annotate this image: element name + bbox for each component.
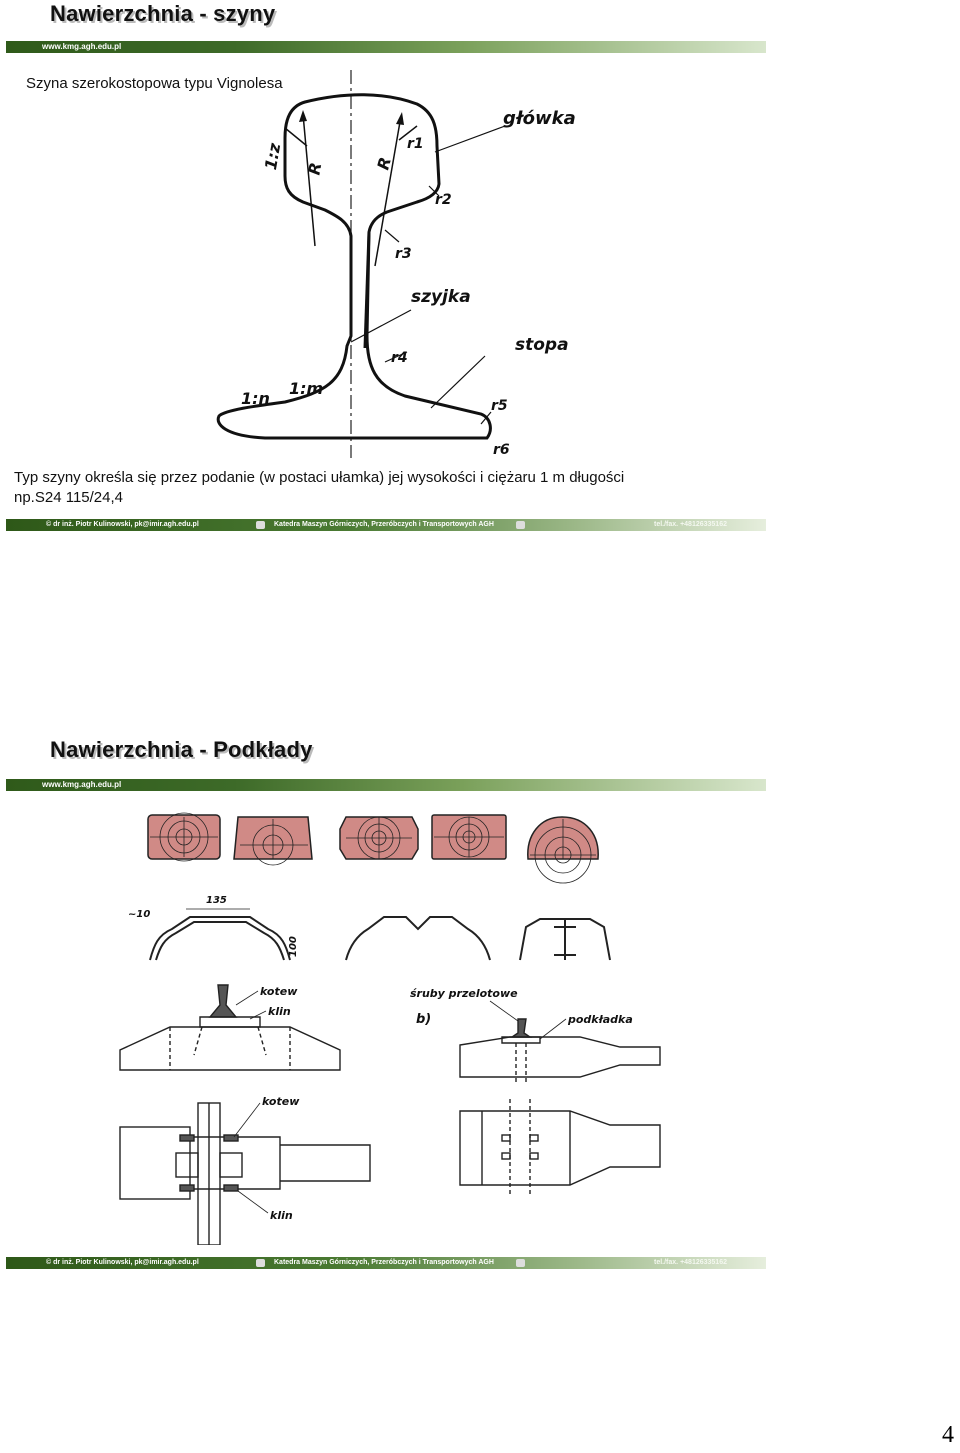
dim-135: 135 bbox=[206, 895, 227, 906]
concrete-sleeper-right bbox=[459, 1018, 661, 1085]
slide1-title: Nawierzchnia - szyny bbox=[50, 1, 276, 26]
label-szyjka: szyjka bbox=[411, 287, 471, 307]
caption-line-2: np.S24 115/24,4 bbox=[14, 489, 123, 506]
dim-100: 100 bbox=[288, 936, 299, 957]
concrete-sleeper-left bbox=[119, 984, 341, 1071]
footer-logo-icon-2 bbox=[516, 521, 525, 529]
label-sruby-przelotowe: śruby przelotowe bbox=[410, 987, 518, 1000]
footer-logo-icon-3 bbox=[256, 1259, 265, 1267]
label-R-right: R bbox=[373, 155, 395, 172]
label-kotew-plan: kotew bbox=[262, 1095, 300, 1108]
label-stopa: stopa bbox=[515, 335, 569, 355]
label-slope-m: 1:m bbox=[289, 379, 323, 398]
footer-logo-icon-4 bbox=[516, 1259, 525, 1267]
footer-phone-2: tel./fax. +48126335162 bbox=[654, 1259, 727, 1266]
footer-department: Katedra Maszyn Górniczych, Przeróbczych … bbox=[274, 521, 494, 528]
label-r3: r3 bbox=[395, 246, 412, 262]
sleepers-diagram: 135 ~10 100 kotew klin śruby przelotowe … bbox=[119, 812, 661, 1245]
slide1-subtitle: Szyna szerokostopowa typu Vignolesa bbox=[26, 75, 283, 92]
slide2-title: Nawierzchnia - Podkłady bbox=[50, 737, 313, 762]
sleeper-plan-left bbox=[119, 1102, 371, 1245]
label-R-left: R bbox=[304, 161, 325, 176]
label-slope-z: 1:z bbox=[261, 141, 284, 171]
label-podkladka: podkładka bbox=[567, 1013, 633, 1026]
slide2-footer: © dr inż. Piotr Kulinowski, pk@imir.agh.… bbox=[6, 1257, 766, 1269]
rail-profile-diagram: główka szyjka stopa r1 r2 r3 r4 r5 r6 R … bbox=[216, 70, 576, 458]
slide1-caption: Typ szyny określa się przez podanie (w p… bbox=[14, 468, 624, 508]
slide1-header-bar: www.kmg.agh.edu.pl bbox=[6, 41, 766, 53]
footer-phone: tel./fax. +48126335162 bbox=[654, 521, 727, 528]
slide2-header-bar: www.kmg.agh.edu.pl bbox=[6, 779, 766, 791]
label-r5: r5 bbox=[491, 398, 508, 414]
label-r6: r6 bbox=[493, 442, 510, 458]
slide1-url: www.kmg.agh.edu.pl bbox=[42, 42, 122, 51]
label-b: b) bbox=[416, 1012, 431, 1027]
label-klin-plan: klin bbox=[270, 1209, 293, 1222]
label-r2: r2 bbox=[435, 192, 452, 208]
slide2-url: www.kmg.agh.edu.pl bbox=[42, 780, 122, 789]
footer-author-2: © dr inż. Piotr Kulinowski, pk@imir.agh.… bbox=[46, 1259, 199, 1266]
label-glowka: główka bbox=[503, 108, 576, 129]
dim-10: ~10 bbox=[128, 909, 150, 920]
footer-logo-icon bbox=[256, 521, 265, 529]
footer-department-2: Katedra Maszyn Górniczych, Przeróbczych … bbox=[274, 1259, 494, 1266]
label-slope-n: 1:n bbox=[241, 389, 270, 408]
footer-author: © dr inż. Piotr Kulinowski, pk@imir.agh.… bbox=[46, 521, 199, 528]
label-klin: klin bbox=[268, 1005, 291, 1018]
steel-sleeper-sections bbox=[149, 916, 611, 961]
slide1-footer: © dr inż. Piotr Kulinowski, pk@imir.agh.… bbox=[6, 519, 766, 531]
label-kotew: kotew bbox=[260, 985, 298, 998]
page-number: 4 bbox=[942, 1422, 954, 1448]
label-r4: r4 bbox=[391, 350, 408, 366]
caption-line-1: Typ szyny określa się przez podanie (w p… bbox=[14, 469, 625, 486]
label-r1: r1 bbox=[407, 136, 424, 152]
sleeper-plan-right bbox=[459, 1099, 661, 1197]
